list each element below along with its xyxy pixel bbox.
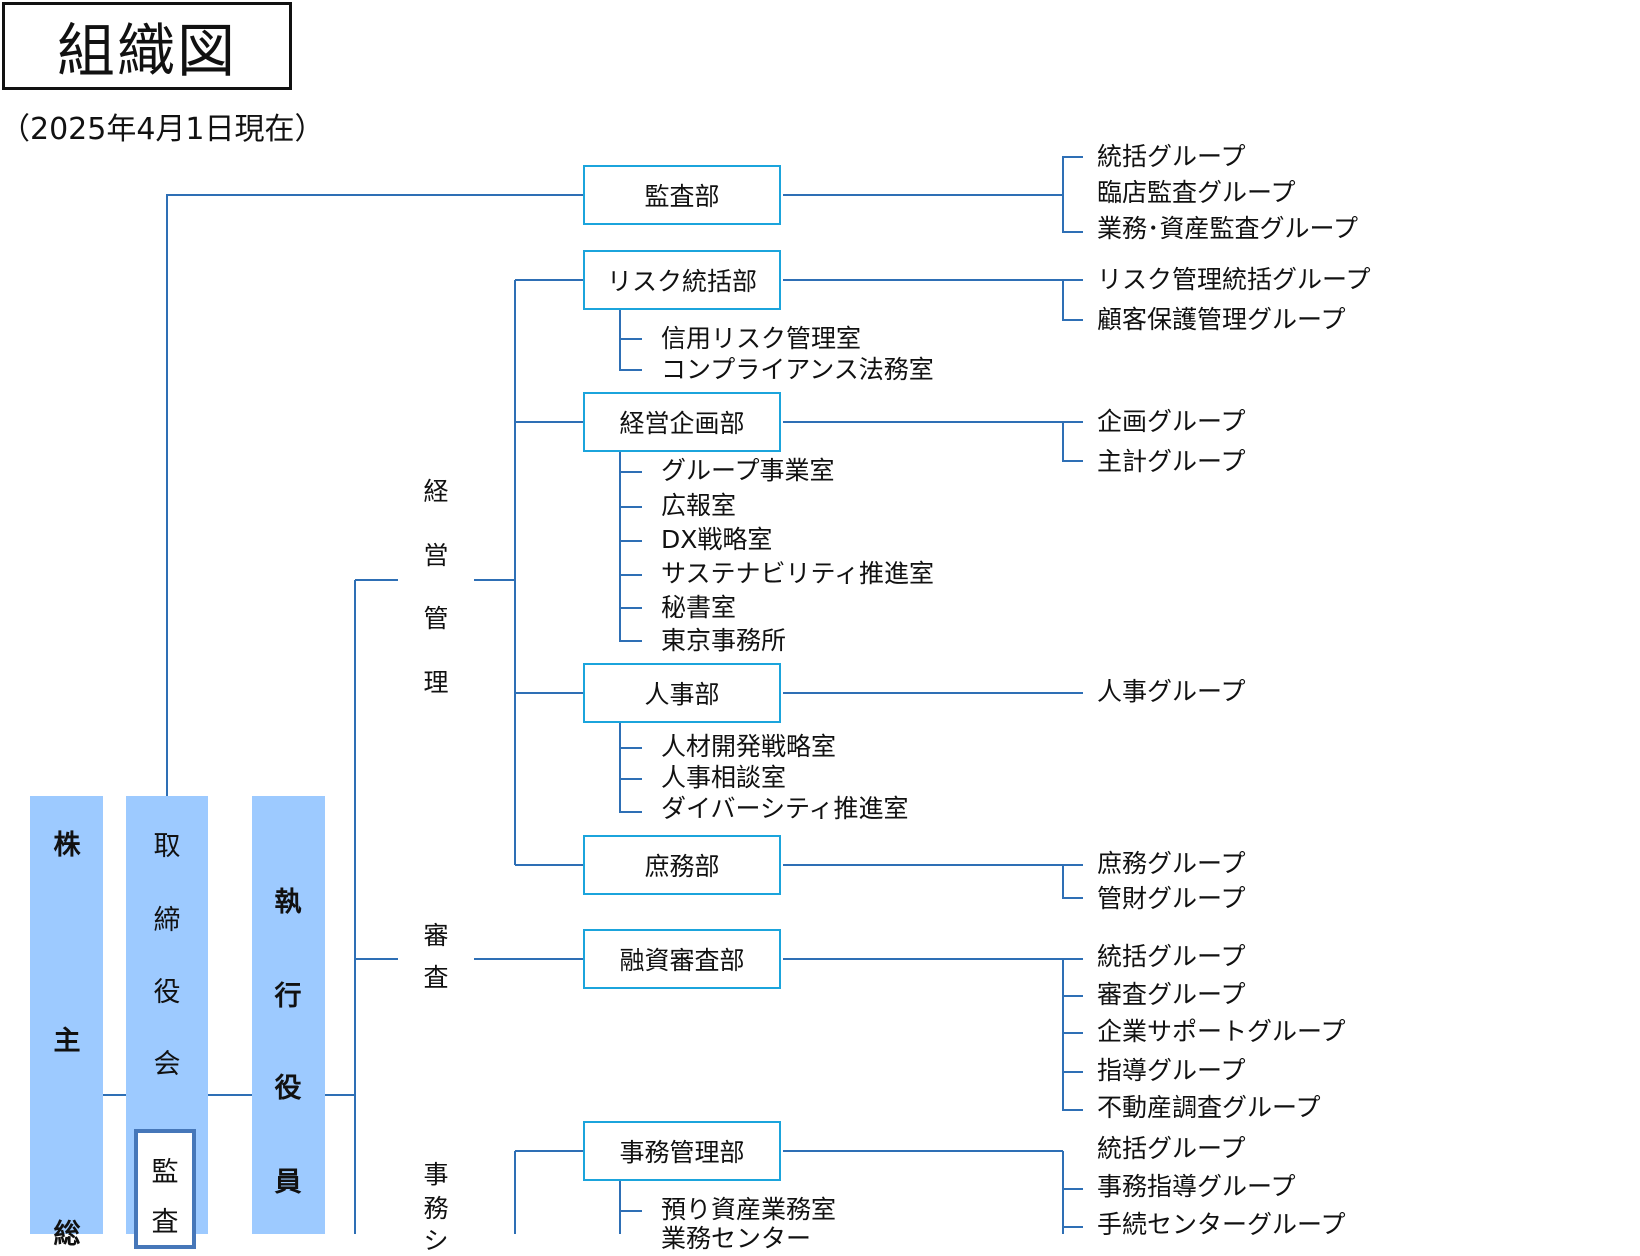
group-item: 顧客保護管理グループ (1097, 305, 1346, 334)
office-item: ダイバーシティ推進室 (661, 794, 909, 823)
executives-column (252, 796, 325, 1234)
group-item: 臨店監査グループ (1097, 178, 1296, 207)
audit-committee-char: 査 (151, 1207, 179, 1238)
group-item: 企画グループ (1097, 407, 1246, 436)
group-item: 指導グループ (1097, 1056, 1246, 1085)
office-item: 秘書室 (661, 593, 737, 622)
division-management-char: 理 (423, 668, 449, 697)
shareholders-char: 総 (53, 1219, 81, 1250)
division-review-char: 査 (423, 963, 449, 992)
shareholders-char: 主 (53, 1026, 81, 1057)
group-item: 不動産調査グループ (1097, 1093, 1321, 1122)
executives-char: 役 (274, 1073, 302, 1104)
dept-general: 庶務部 (583, 835, 781, 895)
office-item: グループ事業室 (661, 456, 835, 485)
group-item: 統括グループ (1097, 942, 1246, 971)
group-item: 主計グループ (1097, 447, 1246, 476)
shareholders-column (30, 796, 103, 1234)
office-item: コンプライアンス法務室 (661, 355, 934, 384)
page-title: 組織図 (2, 2, 292, 90)
office-item: DX戦略室 (661, 525, 773, 554)
division-management-char: 経 (423, 477, 449, 506)
dept-risk: リスク統括部 (583, 250, 781, 310)
group-item: 手続センターグループ (1097, 1210, 1346, 1239)
group-item: 審査グループ (1097, 980, 1246, 1009)
audit-committee-box: 監 査 (134, 1129, 196, 1249)
office-item: 人材開発戦略室 (661, 732, 837, 761)
executives-char: 執 (274, 887, 302, 918)
board-char: 取 (153, 831, 181, 862)
dept-audit: 監査部 (583, 165, 781, 225)
group-item: 統括グループ (1097, 142, 1246, 171)
connector-board-audit (166, 194, 583, 800)
group-item: 管財グループ (1097, 884, 1246, 913)
office-item: 人事相談室 (661, 763, 787, 792)
board-char: 会 (153, 1049, 181, 1080)
office-item: 業務センター (661, 1224, 812, 1253)
dept-hr: 人事部 (583, 663, 781, 723)
shareholders-char: 株 (53, 830, 81, 861)
division-operations-char: 事 (423, 1160, 449, 1189)
executives-char: 員 (274, 1167, 302, 1198)
division-review-char: 審 (423, 921, 449, 950)
board-char: 役 (153, 977, 181, 1008)
dept-planning: 経営企画部 (583, 392, 781, 452)
dept-credit: 融資審査部 (583, 929, 781, 989)
division-operations-char: シ (423, 1226, 449, 1255)
office-item: サステナビリティ推進室 (661, 559, 935, 588)
group-item: 庶務グループ (1097, 849, 1246, 878)
group-item: 業務･資産監査グループ (1097, 214, 1359, 243)
office-item: 預り資産業務室 (661, 1195, 837, 1224)
audit-committee-char: 監 (151, 1157, 179, 1188)
date-note: （2025年4月1日現在） (0, 112, 325, 147)
bracket-audit-groups (1062, 156, 1083, 233)
dept-admin: 事務管理部 (583, 1121, 781, 1181)
executives-char: 行 (274, 981, 302, 1012)
group-item: 企業サポートグループ (1097, 1017, 1346, 1046)
group-item: 統括グループ (1097, 1134, 1246, 1163)
group-item: リスク管理統括グループ (1097, 265, 1371, 294)
office-item: 信用リスク管理室 (661, 324, 862, 353)
division-management-char: 管 (423, 604, 449, 633)
group-item: 事務指導グループ (1097, 1172, 1296, 1201)
office-item: 東京事務所 (661, 626, 787, 655)
office-item: 広報室 (661, 491, 737, 520)
division-operations-char: 務 (423, 1194, 449, 1223)
board-char: 締 (153, 905, 181, 936)
division-management-char: 営 (423, 541, 449, 570)
group-item: 人事グループ (1097, 677, 1246, 706)
